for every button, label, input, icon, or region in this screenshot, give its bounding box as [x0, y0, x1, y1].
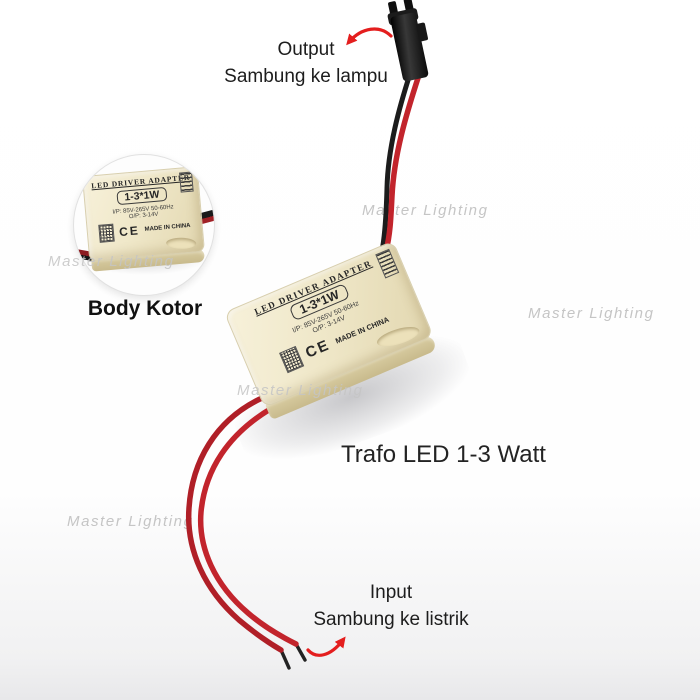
output-annotation: Output Sambung ke lampu: [211, 36, 401, 90]
watermark: Master Lighting: [237, 382, 364, 399]
inset-caption: Body Kotor: [87, 297, 203, 320]
watermark: Master Lighting: [528, 305, 655, 322]
watermark: Master Lighting: [48, 253, 175, 270]
input-wire-tip: [279, 648, 291, 670]
inset-zoom-circle: LED DRIVER ADAPTER 1-3*1W I/P: 85V-265V …: [73, 154, 215, 296]
output-subtitle: Sambung ke lampu: [224, 66, 388, 87]
input-subtitle: Sambung ke listrik: [313, 609, 469, 630]
input-arrow-icon: [306, 636, 346, 657]
input-wire-tip: [294, 642, 307, 662]
output-title: Output: [277, 39, 335, 60]
product-title: Trafo LED 1-3 Watt: [341, 441, 546, 468]
input-wire-red-1: [185, 395, 284, 653]
input-annotation: Input Sambung ke listrik: [296, 579, 486, 633]
output-arrow-icon: [346, 27, 393, 46]
input-title: Input: [369, 582, 413, 603]
input-wire-red-2: [197, 405, 299, 647]
watermark: Master Lighting: [67, 513, 194, 530]
